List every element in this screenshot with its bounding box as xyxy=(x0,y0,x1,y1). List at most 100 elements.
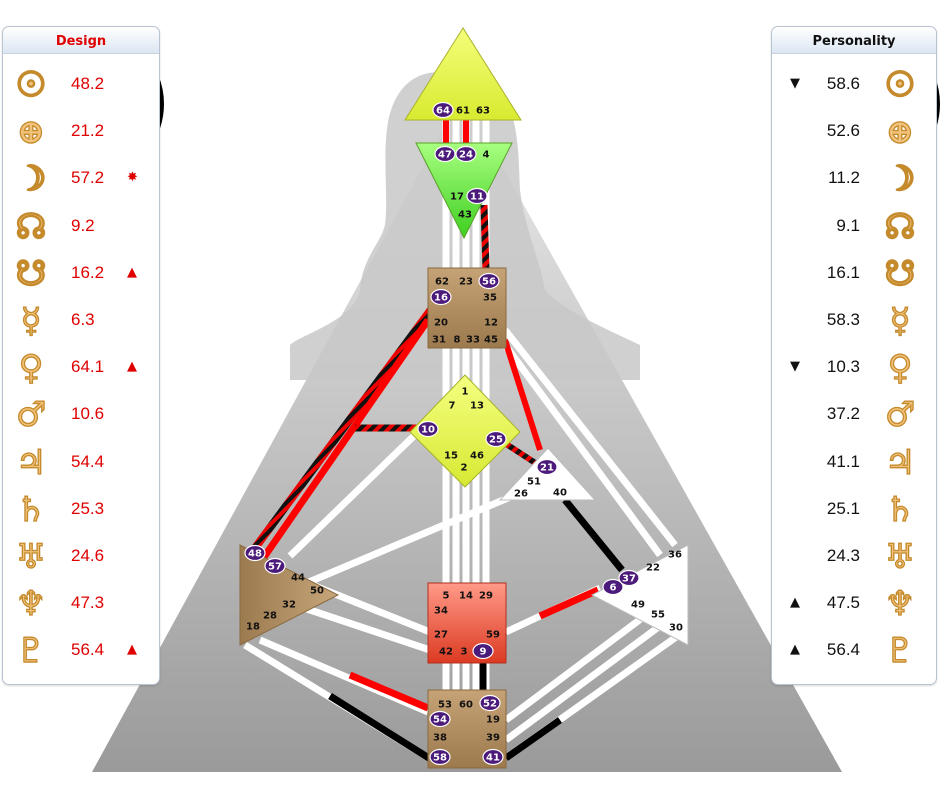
personality-row-moon: ☽11.2 xyxy=(772,156,936,202)
saturn-icon: ♄ xyxy=(884,489,916,530)
design-value: 6.3 xyxy=(71,310,95,329)
gate-label-33: 33 xyxy=(466,335,480,346)
gate-label-6: 6 xyxy=(610,583,617,594)
design-value: 54.4 xyxy=(71,451,105,471)
design-row-pluto: ♇56.4▲ xyxy=(3,628,159,674)
channel-line xyxy=(502,339,543,451)
north-node-icon: ☊ xyxy=(884,206,916,247)
channel-line xyxy=(503,609,653,723)
personality-row-neptune: ♆47.5▲ xyxy=(772,581,936,627)
gate-marker xyxy=(485,430,507,448)
design-row-jupiter: ♃ 54.4 xyxy=(3,440,159,486)
personality-row-jupiter: ♃41.1 xyxy=(772,440,936,486)
gate-label-46: 46 xyxy=(470,451,484,462)
gate-label-13: 13 xyxy=(470,401,484,412)
gate-label-32: 32 xyxy=(282,600,296,611)
gate-label-26: 26 xyxy=(514,489,528,500)
gate-label-36: 36 xyxy=(668,550,682,561)
gate-label-27: 27 xyxy=(434,630,448,641)
personality-value: 24.3 xyxy=(826,546,860,565)
gate-label-2: 2 xyxy=(461,463,468,474)
channel-line xyxy=(288,491,517,594)
personality-row-saturn: ♄25.1 xyxy=(772,487,936,533)
channel-line xyxy=(258,636,430,716)
gate-marker xyxy=(618,569,640,587)
gate-label-16: 16 xyxy=(434,293,448,304)
design-value: 16.2 xyxy=(71,262,105,282)
sun-icon: ☉ xyxy=(884,64,916,105)
personality-row-venus: ♀10.3▼ xyxy=(772,345,936,391)
gate-label-34: 34 xyxy=(434,606,448,617)
earth-icon: ⊕ xyxy=(885,112,915,153)
gate-label-28: 28 xyxy=(263,611,277,622)
jupiter-icon: ♃ xyxy=(884,442,916,483)
mercury-icon: ☿ xyxy=(889,300,911,341)
design-marker: ▲ xyxy=(127,264,137,280)
personality-panel-title: Personality xyxy=(772,27,936,54)
gate-marker xyxy=(479,694,501,712)
uranus-icon: ♅ xyxy=(15,536,47,577)
gate-label-40: 40 xyxy=(553,488,567,499)
channel-line xyxy=(251,297,442,551)
personality-marker: ▲ xyxy=(790,642,800,658)
moon-icon: ☽ xyxy=(15,159,47,200)
design-marker: ▲ xyxy=(127,642,137,658)
gate-label-12: 12 xyxy=(484,318,498,329)
gate-label-59: 59 xyxy=(486,630,500,641)
gate-label-7: 7 xyxy=(449,401,456,412)
gate-label-29: 29 xyxy=(479,591,493,602)
design-value: 57.2 xyxy=(71,168,105,188)
center-g xyxy=(409,374,521,488)
jupiter-icon: ♃ xyxy=(15,442,47,483)
gate-label-62: 62 xyxy=(435,277,449,288)
mercury-icon: ☿ xyxy=(20,300,42,341)
personality-row-mars: ♂37.2 xyxy=(772,392,936,438)
gate-marker xyxy=(478,272,500,290)
personality-marker: ▼ xyxy=(790,359,800,375)
gate-label-18: 18 xyxy=(246,622,260,633)
saturn-icon: ♄ xyxy=(15,489,47,530)
gate-label-10: 10 xyxy=(421,425,435,436)
gate-marker xyxy=(472,642,494,660)
channel-line xyxy=(503,717,563,761)
earth-icon: ⊕ xyxy=(16,112,46,153)
gate-label-60: 60 xyxy=(459,700,473,711)
personality-row-earth: ⊕52.6 xyxy=(772,109,936,155)
gate-label-35: 35 xyxy=(483,293,497,304)
gate-marker xyxy=(466,187,488,205)
gate-label-63: 63 xyxy=(476,106,490,117)
design-value: 9.2 xyxy=(71,215,95,235)
personality-value: 56.4 xyxy=(826,640,860,660)
design-value: 64.1 xyxy=(71,357,105,377)
gate-label-25: 25 xyxy=(489,435,503,446)
gate-label-14: 14 xyxy=(459,591,473,602)
design-panel: Design ☉48.2⊕21.2☽57.2✸☊9.2☋16.2▲☿6.3♀64… xyxy=(2,26,160,685)
design-value: 10.6 xyxy=(71,404,105,424)
design-row-moon: ☽57.2✸ xyxy=(3,156,159,202)
gate-label-31: 31 xyxy=(432,335,446,346)
channel-line xyxy=(562,497,625,573)
gate-label-45: 45 xyxy=(484,335,498,346)
sun-icon: ☉ xyxy=(15,64,47,105)
gate-marker xyxy=(244,544,266,562)
personality-value: 58.3 xyxy=(826,310,860,329)
gate-label-1: 1 xyxy=(462,387,469,398)
design-row-north-node: ☊9.2 xyxy=(3,204,159,250)
pluto-icon: ♇ xyxy=(884,631,916,672)
design-marker: ▲ xyxy=(127,359,137,375)
gate-label-55: 55 xyxy=(651,610,665,621)
gate-label-8: 8 xyxy=(454,335,461,346)
gate-label-19: 19 xyxy=(486,715,500,726)
personality-marker: ▼ xyxy=(790,76,800,91)
gate-label-50: 50 xyxy=(310,586,324,597)
gate-label-3: 3 xyxy=(461,647,468,658)
gate-marker xyxy=(432,101,454,119)
gate-marker xyxy=(430,288,452,306)
personality-row-north-node: ☊9.1 xyxy=(772,204,936,250)
personality-row-sun: ☉58.6▼ xyxy=(772,62,936,108)
gate-marker xyxy=(264,557,286,575)
gate-label-42: 42 xyxy=(439,647,453,658)
gate-label-49: 49 xyxy=(631,600,645,611)
gate-label-20: 20 xyxy=(434,318,448,329)
